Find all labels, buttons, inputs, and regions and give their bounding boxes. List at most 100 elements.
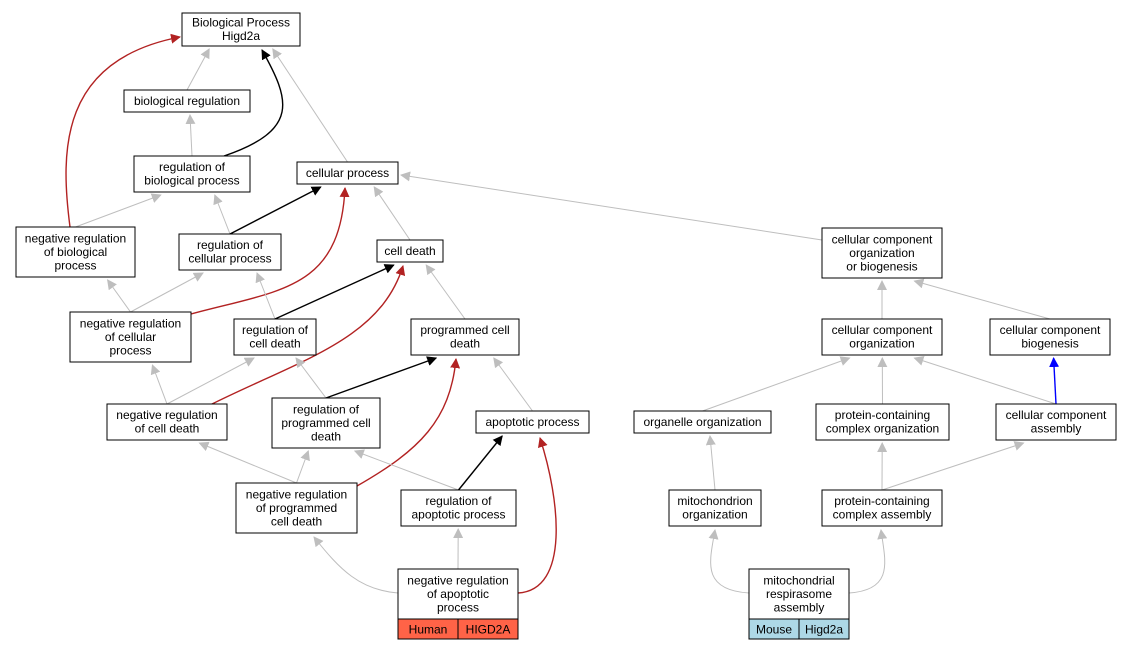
edge-black bbox=[457, 435, 503, 491]
node-box bbox=[668, 489, 762, 527]
node-label-line: Biological Process bbox=[192, 16, 290, 30]
node-label-line: respirasome bbox=[766, 587, 832, 601]
node-box bbox=[410, 318, 520, 356]
node-label-line: cellular component bbox=[1000, 323, 1101, 337]
go-term-node-bioreg[interactable]: biological regulation bbox=[123, 89, 251, 113]
node-box bbox=[235, 482, 358, 534]
node-label-line: of biological bbox=[44, 245, 107, 259]
node-label-line: mitochondrion bbox=[677, 494, 752, 508]
node-box bbox=[178, 233, 282, 271]
node-label-line: programmed cell bbox=[281, 416, 370, 430]
edge-grey bbox=[425, 264, 466, 320]
edge-black bbox=[325, 356, 438, 399]
node-box bbox=[821, 318, 943, 356]
node-label-line: or biogenesis bbox=[846, 259, 917, 273]
edge-grey bbox=[702, 356, 851, 412]
node-box bbox=[475, 410, 590, 434]
node-box bbox=[989, 318, 1111, 356]
node-label-line: assembly bbox=[1031, 422, 1082, 436]
node-label-line: regulation of bbox=[293, 402, 360, 416]
edge-grey bbox=[708, 529, 750, 594]
edge-grey bbox=[130, 272, 204, 313]
node-label-line: cellular component bbox=[832, 323, 933, 337]
node-label-line: programmed cell bbox=[420, 323, 509, 337]
node-label-line: regulation of bbox=[425, 494, 492, 508]
node-box bbox=[233, 318, 317, 356]
node-label-line: mitochondrial bbox=[763, 573, 834, 587]
edge-grey bbox=[400, 171, 823, 241]
node-label-line: of apoptotic bbox=[427, 587, 489, 601]
species-tag-label: Mouse bbox=[756, 623, 792, 637]
node-label-line: protein-containing bbox=[834, 494, 929, 508]
edge-grey bbox=[107, 279, 131, 313]
node-label-line: cellular component bbox=[832, 232, 933, 246]
node-label-line: organelle organization bbox=[643, 415, 761, 429]
edge-grey bbox=[493, 357, 533, 412]
node-label-line: death bbox=[450, 337, 480, 351]
node-label-line: biogenesis bbox=[1021, 337, 1078, 351]
edge-red bbox=[190, 187, 350, 315]
species-tag-cell bbox=[798, 618, 850, 640]
edge-grey bbox=[166, 357, 255, 405]
edge-layer bbox=[65, 33, 1060, 594]
edge-grey bbox=[213, 194, 231, 235]
species-tag-label: Higd2a bbox=[805, 623, 843, 637]
edge-grey bbox=[705, 435, 716, 491]
node-label-line: protein-containing bbox=[835, 408, 930, 422]
node-box bbox=[15, 226, 136, 278]
edge-grey bbox=[75, 193, 162, 228]
node-label-line: complex organization bbox=[826, 422, 939, 436]
species-tag-cell bbox=[457, 618, 519, 640]
go-term-node-orgorg[interactable]: organelle organization bbox=[633, 410, 772, 434]
node-label-line: of programmed bbox=[256, 501, 337, 515]
node-box bbox=[397, 568, 519, 620]
node-label-line: organization bbox=[682, 508, 747, 522]
node-label-line: regulation of bbox=[242, 323, 309, 337]
node-box bbox=[821, 489, 943, 527]
node-label-line: regulation of bbox=[197, 238, 264, 252]
node-label-line: cellular process bbox=[188, 252, 271, 266]
edge-grey bbox=[255, 272, 276, 320]
node-label-line: cell death bbox=[384, 244, 435, 258]
node-label-line: complex assembly bbox=[833, 508, 932, 522]
node-label-line: death bbox=[311, 429, 341, 443]
go-term-node-cellproc[interactable]: cellular process bbox=[296, 161, 399, 185]
edge-red bbox=[209, 265, 406, 406]
edge-red bbox=[517, 437, 557, 594]
node-label-line: biological process bbox=[144, 174, 239, 188]
edge-grey bbox=[313, 536, 399, 594]
node-label-line: organization bbox=[849, 337, 914, 351]
edge-grey bbox=[186, 48, 210, 91]
node-label-line: of cellular bbox=[105, 330, 156, 344]
node-label-line: Higd2a bbox=[222, 29, 260, 43]
species-tag-label: Human bbox=[409, 623, 448, 637]
go-term-node-celldeath[interactable]: cell death bbox=[376, 239, 444, 263]
edge-grey bbox=[848, 529, 888, 594]
edge-grey bbox=[198, 441, 297, 484]
node-box bbox=[106, 403, 228, 441]
node-label-line: organization bbox=[849, 246, 914, 260]
edge-red bbox=[356, 358, 461, 487]
go-term-node-apop[interactable]: apoptotic process bbox=[475, 410, 590, 434]
